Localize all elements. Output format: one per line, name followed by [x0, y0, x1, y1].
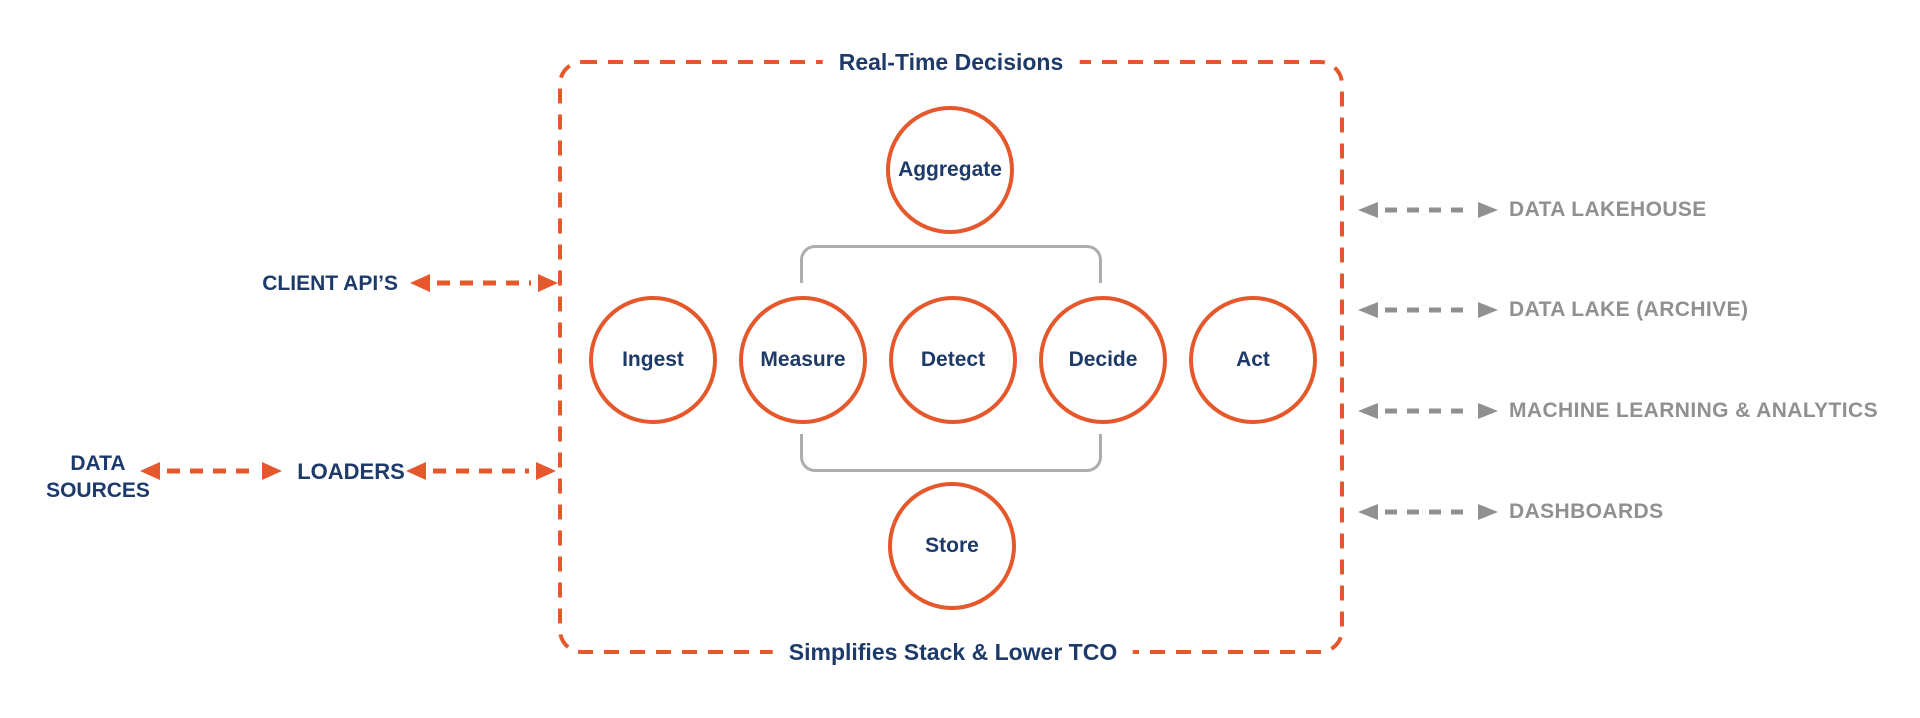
node-detect: Detect [889, 296, 1017, 424]
store-bracket [800, 434, 1102, 472]
loaders-box-bidirectional-arrow-icon [406, 462, 556, 480]
box-top-label: Real-Time Decisions [822, 49, 1080, 75]
node-decide: Decide [1039, 296, 1167, 424]
data-lakehouse-label: DATA LAKEHOUSE [1509, 198, 1707, 221]
dashboards-label: DASHBOARDS [1509, 500, 1664, 523]
node-measure-label: Measure [760, 348, 846, 371]
node-measure: Measure [739, 296, 867, 424]
data-sources-label: DATA SOURCES [28, 450, 168, 504]
dashboards-bidirectional-arrow-icon [1358, 504, 1498, 520]
data-lakehouse-bidirectional-arrow-icon [1358, 202, 1498, 218]
data-lake-archive-label: DATA LAKE (ARCHIVE) [1509, 298, 1749, 321]
data-sources-loaders-bidirectional-arrow-icon [140, 462, 282, 480]
node-ingest: Ingest [589, 296, 717, 424]
client-apis-label: CLIENT API’S [262, 272, 398, 295]
box-bottom-label: Simplifies Stack & Lower TCO [772, 639, 1134, 665]
data-sources-line2: SOURCES [46, 479, 150, 502]
node-store: Store [888, 482, 1016, 610]
client-apis-bidirectional-arrow-icon [410, 274, 558, 292]
node-aggregate: Aggregate [886, 106, 1014, 234]
machine-learning-bidirectional-arrow-icon [1358, 403, 1498, 419]
loaders-label: LOADERS [297, 459, 405, 484]
node-detect-label: Detect [920, 348, 986, 371]
node-aggregate-label: Aggregate [898, 158, 1002, 181]
machine-learning-analytics-label: MACHINE LEARNING & ANALYTICS [1509, 399, 1878, 422]
node-ingest-label: Ingest [622, 348, 684, 371]
aggregate-bracket [800, 245, 1102, 283]
node-store-label: Store [925, 534, 979, 557]
node-decide-label: Decide [1068, 348, 1138, 371]
node-act: Act [1189, 296, 1317, 424]
node-act-label: Act [1236, 348, 1270, 371]
data-lake-archive-bidirectional-arrow-icon [1358, 302, 1498, 318]
data-sources-line1: DATA [70, 452, 126, 475]
